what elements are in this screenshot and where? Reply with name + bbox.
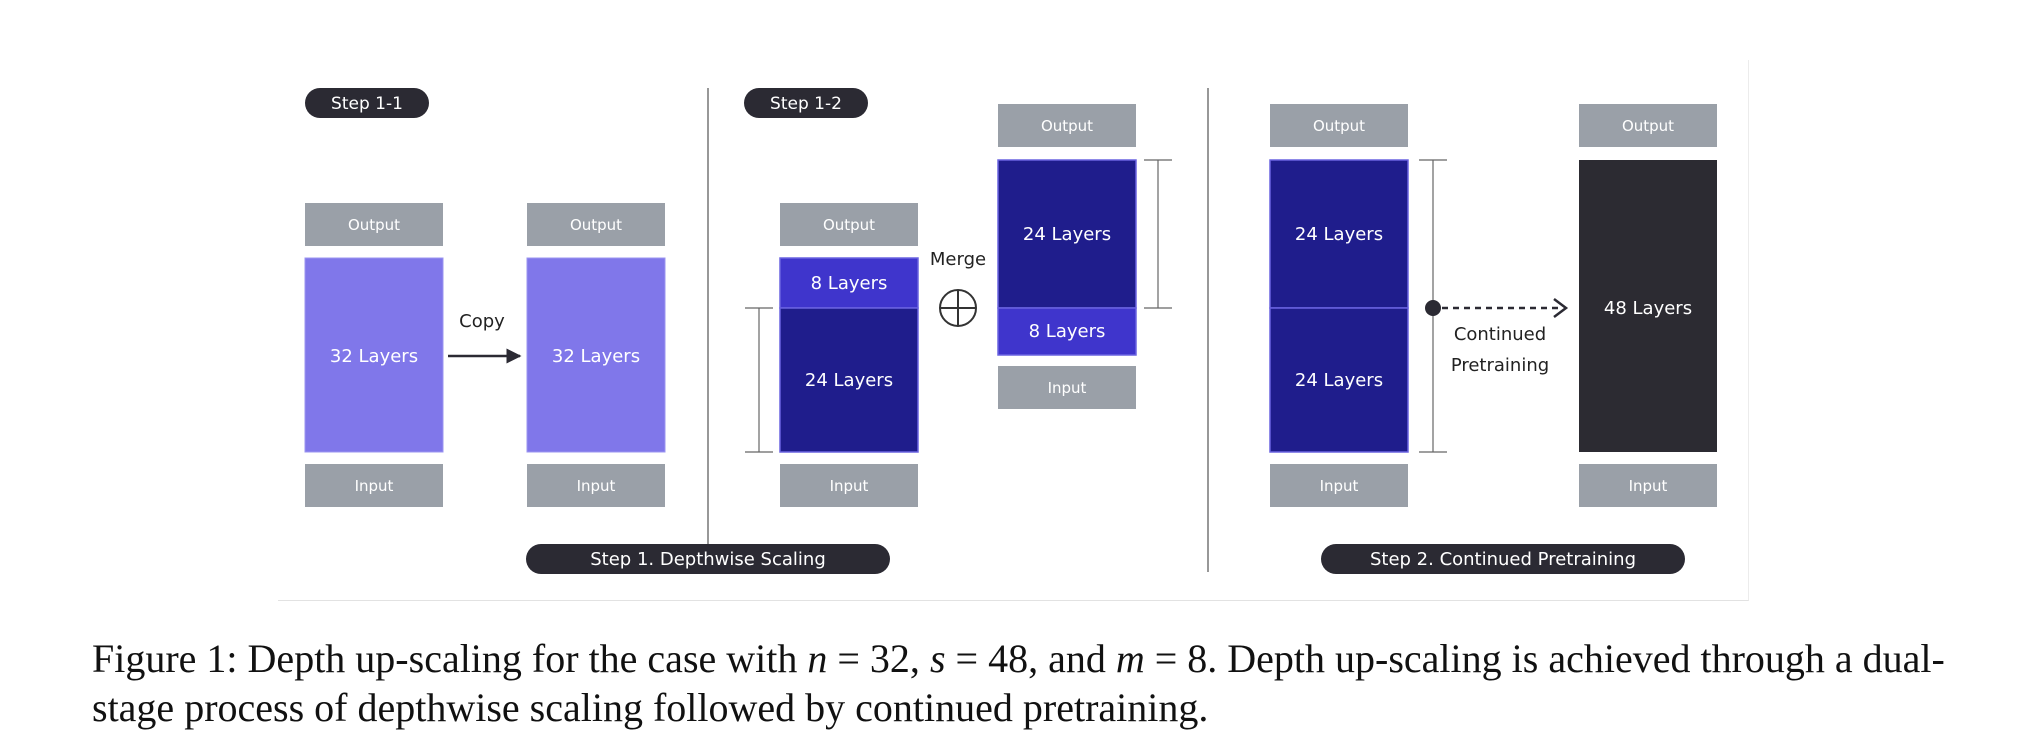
svg-text:Output: Output	[348, 216, 400, 234]
svg-text:8 Layers: 8 Layers	[811, 273, 888, 294]
step1-1-badge: Step 1-1	[305, 88, 429, 118]
input-block	[1270, 464, 1408, 507]
input-block	[780, 464, 918, 507]
svg-text:Input: Input	[1048, 379, 1087, 397]
step1-footer-pill: Step 1. Depthwise Scaling	[526, 544, 890, 574]
merge-label: Merge	[930, 249, 986, 270]
layers-block	[526, 257, 666, 453]
bracket-24-layers	[1144, 159, 1172, 309]
svg-text:24 Layers: 24 Layers	[1295, 370, 1383, 391]
input-block	[1579, 464, 1717, 507]
output-block	[780, 203, 918, 246]
svg-text:Step 1. Depthwise Scaling: Step 1. Depthwise Scaling	[590, 549, 826, 570]
bracket-24-layers	[745, 307, 773, 453]
figure-diagram: Step 1-1 Output 32 Layers Input Copy Out…	[304, 88, 1717, 574]
caption-prefix: Figure 1: Depth up-scaling for the case …	[92, 636, 808, 681]
svg-text:Output: Output	[1041, 117, 1093, 135]
input-block	[998, 366, 1136, 409]
continued-label: Continued	[1454, 324, 1546, 345]
figure-panel: Step 1-1 Output 32 Layers Input Copy Out…	[278, 60, 1749, 601]
step1-2-right-stack: Output 24 Layers 8 Layers Input	[997, 104, 1137, 409]
layers-block	[304, 257, 444, 453]
step2-right-stack: Output 48 Layers Input	[1579, 104, 1717, 507]
input-block	[305, 464, 443, 507]
svg-text:24 Layers: 24 Layers	[1023, 224, 1111, 245]
step1-2-left-stack: Output 8 Layers 24 Layers Input	[779, 203, 919, 507]
svg-text:Input: Input	[1629, 477, 1668, 495]
layers-block-bottom	[1269, 307, 1409, 453]
svg-text:Output: Output	[1622, 117, 1674, 135]
caption-s-value: = 48, and	[945, 636, 1116, 681]
svg-text:Step 1-1: Step 1-1	[331, 94, 403, 114]
caption-m-value: = 8	[1144, 636, 1208, 681]
source-dot	[1425, 300, 1441, 316]
caption-var-n: n	[807, 636, 828, 681]
continued-pretraining-arrow	[1442, 298, 1569, 318]
caption-n-value: = 32,	[827, 636, 930, 681]
svg-text:Input: Input	[577, 477, 616, 495]
output-block	[998, 104, 1136, 147]
step1-2-badge: Step 1-2	[744, 88, 868, 118]
svg-text:48 Layers: 48 Layers	[1604, 298, 1692, 319]
svg-text:8 Layers: 8 Layers	[1029, 321, 1106, 342]
merge-icon	[939, 289, 977, 327]
svg-text:Output: Output	[823, 216, 875, 234]
layers-block-bottom	[779, 307, 919, 453]
pretraining-label: Pretraining	[1451, 355, 1549, 376]
step2-left-stack: Output 24 Layers 24 Layers Input	[1269, 104, 1409, 507]
output-block	[1579, 104, 1717, 147]
svg-text:24 Layers: 24 Layers	[1295, 224, 1383, 245]
svg-text:Output: Output	[1313, 117, 1365, 135]
copy-label: Copy	[459, 311, 505, 332]
svg-text:Input: Input	[355, 477, 394, 495]
caption-var-s: s	[929, 636, 946, 681]
step2-footer-pill: Step 2. Continued Pretraining	[1321, 544, 1685, 574]
output-block	[1270, 104, 1408, 147]
step1-1-right-stack: Output 32 Layers Input	[526, 203, 666, 507]
layers-block-top	[779, 257, 919, 309]
step1-1-left-stack: Output 32 Layers Input	[304, 203, 444, 507]
svg-text:32 Layers: 32 Layers	[330, 346, 418, 367]
svg-text:Step 1-2: Step 1-2	[770, 94, 842, 114]
svg-text:24 Layers: 24 Layers	[805, 370, 893, 391]
caption-var-m: m	[1115, 636, 1145, 681]
caption-suffix: . Depth up-scaling is achieved through a…	[92, 636, 1945, 730]
svg-text:Step 2. Continued Pretraining: Step 2. Continued Pretraining	[1370, 549, 1636, 570]
svg-text:32 Layers: 32 Layers	[552, 346, 640, 367]
figure-caption: Figure 1: Depth up-scaling for the case …	[92, 634, 1972, 732]
svg-text:Input: Input	[830, 477, 869, 495]
layers-block-top	[997, 159, 1137, 309]
layers-block-bottom	[997, 307, 1137, 356]
output-block	[305, 203, 443, 246]
layers-block	[1579, 160, 1717, 452]
svg-text:Output: Output	[570, 216, 622, 234]
svg-text:Input: Input	[1320, 477, 1359, 495]
output-block	[527, 203, 665, 246]
input-block	[527, 464, 665, 507]
